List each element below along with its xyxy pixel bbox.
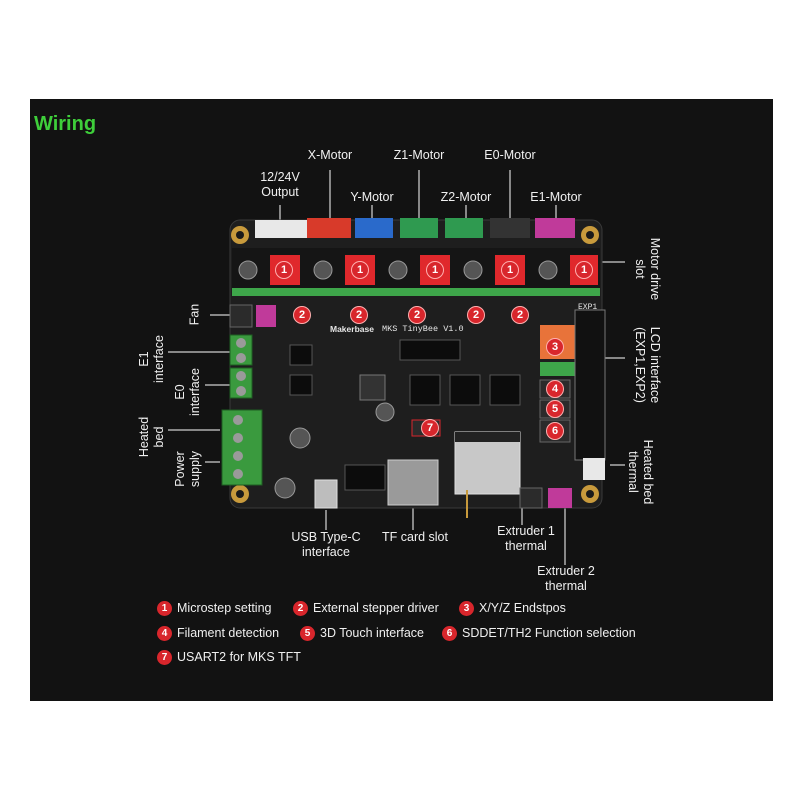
label-fan: Fan bbox=[187, 303, 202, 326]
legend-number: 2 bbox=[293, 600, 308, 616]
label-usb: USB Type-C interface bbox=[291, 530, 361, 559]
badge-filament: 4 bbox=[546, 380, 564, 398]
legend-number: 1 bbox=[157, 600, 172, 616]
badge-driver-3: 2 bbox=[408, 306, 426, 324]
legend-item: 6 SDDET/TH2 Function selection bbox=[442, 625, 636, 641]
legend-number: 6 bbox=[442, 625, 457, 641]
legend-text: SDDET/TH2 Function selection bbox=[462, 626, 636, 640]
legend-text: Microstep setting bbox=[177, 601, 272, 615]
badge-driver-2: 2 bbox=[350, 306, 368, 324]
badge-driver: 2 bbox=[293, 306, 311, 324]
legend-item: 2 External stepper driver bbox=[293, 600, 439, 616]
legend-text: X/Y/Z Endstpos bbox=[479, 601, 566, 615]
label-output: 12/24V Output bbox=[260, 170, 300, 199]
leader-lines bbox=[168, 170, 625, 565]
label-heated-bed: Heated bed bbox=[137, 416, 166, 458]
board-brand: Makerbase bbox=[330, 324, 374, 334]
badge-microstep: 1 bbox=[275, 261, 293, 279]
badge-microstep-4: 1 bbox=[501, 261, 519, 279]
label-e1-interface: E1 interface bbox=[137, 335, 166, 383]
label-extruder2-thermal: Extruder 2 thermal bbox=[537, 564, 595, 593]
label-y-motor: Y-Motor bbox=[350, 190, 394, 204]
exp-label: EXP1 bbox=[578, 303, 598, 312]
legend-text: Filament detection bbox=[177, 626, 280, 640]
label-e0-motor: E0-Motor bbox=[484, 148, 536, 162]
label-heated-bed-thermal: Heated bed thermal bbox=[626, 439, 655, 505]
legend-item: 7 USART2 for MKS TFT bbox=[157, 649, 301, 665]
badge-endstops: 3 bbox=[546, 338, 564, 356]
legend-text: USART2 for MKS TFT bbox=[177, 650, 301, 664]
legend-number: 4 bbox=[157, 625, 172, 641]
label-extruder1-thermal: Extruder 1 thermal bbox=[497, 524, 555, 553]
label-e1-motor: E1-Motor bbox=[530, 190, 582, 204]
legend-item: 4 Filament detection bbox=[157, 625, 279, 641]
label-motor-drive-slot: Motor drive slot bbox=[633, 237, 662, 301]
badge-sddet: 6 bbox=[546, 422, 564, 440]
badge-microstep-2: 1 bbox=[351, 261, 369, 279]
badge-microstep-3: 1 bbox=[426, 261, 444, 279]
label-tf-card: TF card slot bbox=[382, 530, 448, 544]
legend-text: 3D Touch interface bbox=[320, 626, 424, 640]
legend-number: 3 bbox=[459, 600, 474, 616]
legend-number: 5 bbox=[300, 625, 315, 641]
label-z2-motor: Z2-Motor bbox=[440, 190, 492, 204]
page-title: Wiring bbox=[34, 113, 97, 135]
label-x-motor: X-Motor bbox=[307, 148, 353, 162]
badge-usart2: 7 bbox=[421, 419, 439, 437]
legend-item: 1 Microstep setting bbox=[157, 600, 271, 616]
label-power-supply: Power supply bbox=[173, 450, 202, 488]
label-lcd-interface: LCD interface (EXP1,EXP2) bbox=[633, 326, 662, 404]
legend-number: 7 bbox=[157, 649, 172, 665]
board-model: MKS TinyBee V1.0 bbox=[382, 324, 464, 334]
label-z1-motor: Z1-Motor bbox=[393, 148, 445, 162]
label-e0-interface: E0 interface bbox=[173, 368, 202, 416]
legend-item: 5 3D Touch interface bbox=[300, 625, 424, 641]
badge-3dtouch: 5 bbox=[546, 400, 564, 418]
badge-driver-4: 2 bbox=[467, 306, 485, 324]
legend-item: 3 X/Y/Z Endstpos bbox=[459, 600, 566, 616]
badge-microstep-5: 1 bbox=[575, 261, 593, 279]
badge-driver-5: 2 bbox=[511, 306, 529, 324]
legend-text: External stepper driver bbox=[313, 601, 439, 615]
